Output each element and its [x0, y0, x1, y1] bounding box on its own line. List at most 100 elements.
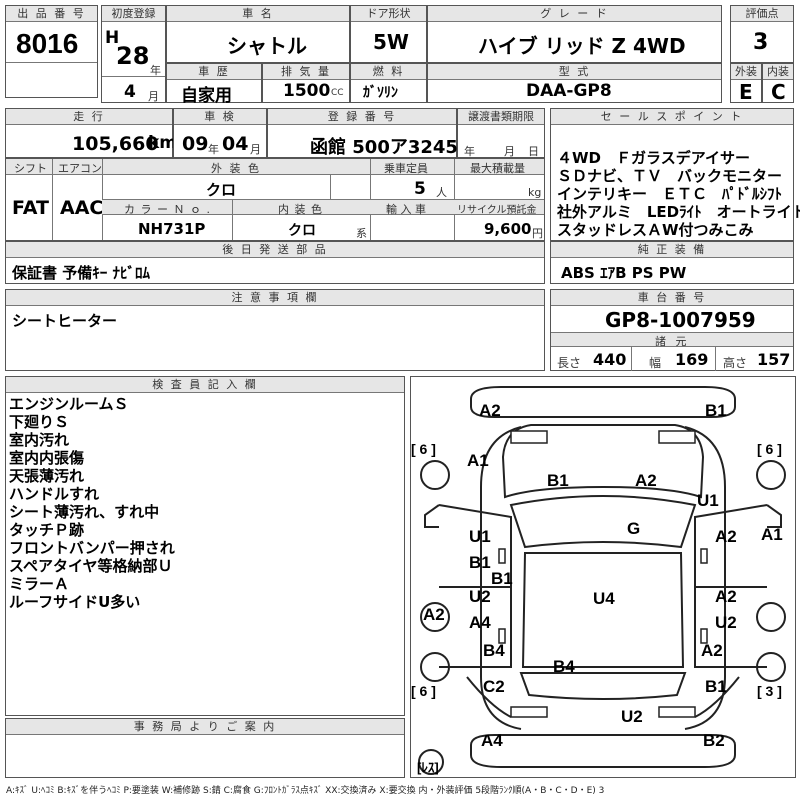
max-load-unit: kg	[528, 186, 542, 199]
mark-rear-corner-right: B2	[703, 731, 725, 750]
mark-pillar-b: B1	[491, 569, 513, 588]
color-number: NH731P	[138, 220, 206, 238]
inspection-month: 04	[222, 133, 249, 155]
mark-rear-door-left-a: A4	[469, 613, 491, 632]
displacement-header: 排 気 量	[263, 64, 349, 80]
inspector-note: スペアタイヤ等格納部Ｕ	[9, 557, 173, 575]
mark-rear-glass: B4	[553, 657, 575, 676]
month-unit: 月	[148, 90, 159, 103]
mark-rear-fender-right: B1	[705, 677, 727, 696]
shift: FAT	[12, 197, 49, 219]
mark-front-door-right: A2	[715, 527, 737, 546]
width: 169	[675, 350, 709, 369]
inspector-header: 検 査 員 記 入 欄	[6, 377, 404, 393]
door-box: ドア形状 5W	[350, 5, 427, 63]
door-header: ドア形状	[351, 6, 426, 22]
standard-equipment: ABS ｴｱB PS PW	[561, 264, 687, 282]
mileage-box: 走 行 105,660 km	[5, 108, 177, 158]
model-box: 型 式 DAA-GP8	[427, 63, 722, 103]
car-name-box: 車 名 シャトル	[166, 5, 350, 63]
mark-front-door-left-u: U1	[469, 527, 491, 546]
inspection-year-unit: 年	[208, 143, 219, 156]
chassis-header: 車 台 番 号	[551, 290, 793, 306]
standard-equipment-box: 純 正 装 備 ABS ｴｱB PS PW	[550, 241, 794, 284]
office-header: 事 務 局 よ り ご 案 内	[6, 719, 404, 735]
standard-equipment-header: 純 正 装 備	[551, 242, 793, 258]
interior-header: 内装	[763, 64, 793, 80]
recycle-header: リサイクル預託金	[457, 205, 537, 216]
mileage-unit: km	[148, 133, 178, 153]
exterior-grade-box: 外装 E	[730, 63, 762, 104]
fuel: ｶﾞｿﾘﾝ	[363, 85, 398, 101]
sales-point-line: スタッドレスＡW付つみこみ	[557, 221, 754, 239]
mark-front-right-corner: B1	[705, 401, 727, 420]
height-label: 高さ	[723, 356, 748, 370]
transfer-month-unit: 月	[504, 145, 515, 158]
exterior-grade: E	[739, 80, 753, 104]
inspector-note: ミラーＡ	[9, 575, 70, 593]
inspector-note: ハンドルすれ	[9, 485, 100, 503]
lot-number-header: 出 品 番 号	[6, 6, 97, 22]
mark-front-door-left-b: B1	[469, 553, 491, 572]
inspector-notes-box: 検 査 員 記 入 欄 エンジンルームＳ 下廻りＳ 室内汚れ 室内内張傷 天張薄…	[5, 376, 405, 716]
length: 440	[593, 350, 627, 369]
interior-color-unit: 系	[356, 227, 367, 240]
exterior-header: 外装	[731, 64, 761, 80]
mileage: 105,660	[72, 133, 159, 155]
mark-tire-front-right: [ 6 ]	[757, 441, 782, 457]
exterior-color: クロ	[206, 181, 237, 199]
first-registration-header: 初度登録	[102, 6, 165, 22]
lot-number-box: 出 品 番 号 8016	[5, 5, 98, 98]
ext-color-header: 外 装 色	[211, 162, 261, 175]
sales-point-line: 社外アルミ LEDﾗｲﾄ オートライト	[557, 203, 800, 221]
sales-point-line: ４WD Ｆガラスデアイサー	[557, 149, 750, 167]
inspector-note: シート薄汚れ、すれ中	[9, 503, 160, 521]
height: 157	[757, 350, 791, 369]
first-registration-box: 初度登録 H 28 年 4 月	[101, 5, 166, 103]
inspector-note: 天張薄汚れ	[9, 467, 85, 485]
registration-number-header: 登 録 番 号	[268, 109, 456, 125]
grade-box: グ レ ー ド ハイブ リッド Z 4WD	[427, 5, 722, 63]
registration-number: 函館 500ア3245	[310, 137, 458, 158]
notes-header: 注 意 事 項 欄	[6, 290, 544, 306]
registration-year: 28	[116, 42, 150, 70]
displacement-unit: CC	[331, 88, 344, 98]
mark-roof: U4	[593, 589, 615, 608]
mark-tire-rear-right: [ 3 ]	[757, 683, 782, 699]
mark-rear-door-right-u: U2	[715, 613, 737, 632]
interior-color: クロ	[288, 223, 316, 239]
shift-header: シフト	[14, 162, 47, 175]
interior-grade-box: 内装 C	[762, 63, 794, 104]
mark-front-left-corner: A2	[479, 401, 501, 420]
chassis-box: 車 台 番 号 GP8-1007959 諸 元 長さ 440 幅 169 高さ …	[550, 289, 794, 371]
office-notice-box: 事 務 局 よ り ご 案 内	[5, 718, 405, 778]
notes-box: 注 意 事 項 欄 シートヒーター	[5, 289, 545, 371]
sales-point-box: セ ー ル ス ポ イ ン ト ４WD Ｆガラスデアイサー ＳＤナビ、ＴＶ バッ…	[550, 108, 800, 241]
inspector-note: ルーフサイドU多い	[9, 593, 141, 611]
chassis-number: GP8-1007959	[605, 308, 756, 332]
mark-spare: [ﾚｽ]	[417, 760, 439, 775]
recycle-unit: 円	[532, 227, 543, 240]
mark-fender-front-right: U1	[697, 491, 719, 510]
car-name-header: 車 名	[167, 6, 349, 22]
inspection-month-unit: 月	[250, 143, 261, 156]
legend: A:ｷｽﾞ U:ﾍｺﾐ B:ｷｽﾞを伴うﾍｺﾐ P:要塗装 W:補修跡 S:錆 …	[6, 786, 605, 796]
capacity: 5	[414, 179, 426, 199]
sales-point-list: ４WD Ｆガラスデアイサー ＳＤナビ、ＴＶ バックモニター インテリキー ＥＴＣ…	[557, 149, 800, 239]
length-label: 長さ	[557, 356, 582, 370]
score: 3	[753, 30, 769, 55]
history: 自家用	[181, 86, 232, 106]
score-box: 評価点 3	[730, 5, 794, 63]
mark-rear-fender-left: C2	[483, 677, 505, 696]
registration-number-box: 登 録 番 号 函館 500ア3245	[267, 108, 458, 158]
max-load-header: 最大積載量	[470, 162, 525, 175]
fuel-header: 燃 料	[351, 64, 426, 80]
year-unit: 年	[150, 64, 161, 77]
inspection-year: 09	[182, 133, 209, 155]
era: H	[105, 28, 120, 48]
car-name: シャトル	[227, 34, 307, 58]
color-no-header: カ ラ ー Ｎ ｏ .	[124, 203, 211, 216]
inspector-note: 室内汚れ	[9, 431, 70, 449]
inspector-note: フロントバンパー押され	[9, 539, 175, 557]
sales-point-line: ＳＤナビ、ＴＶ バックモニター	[557, 167, 783, 185]
